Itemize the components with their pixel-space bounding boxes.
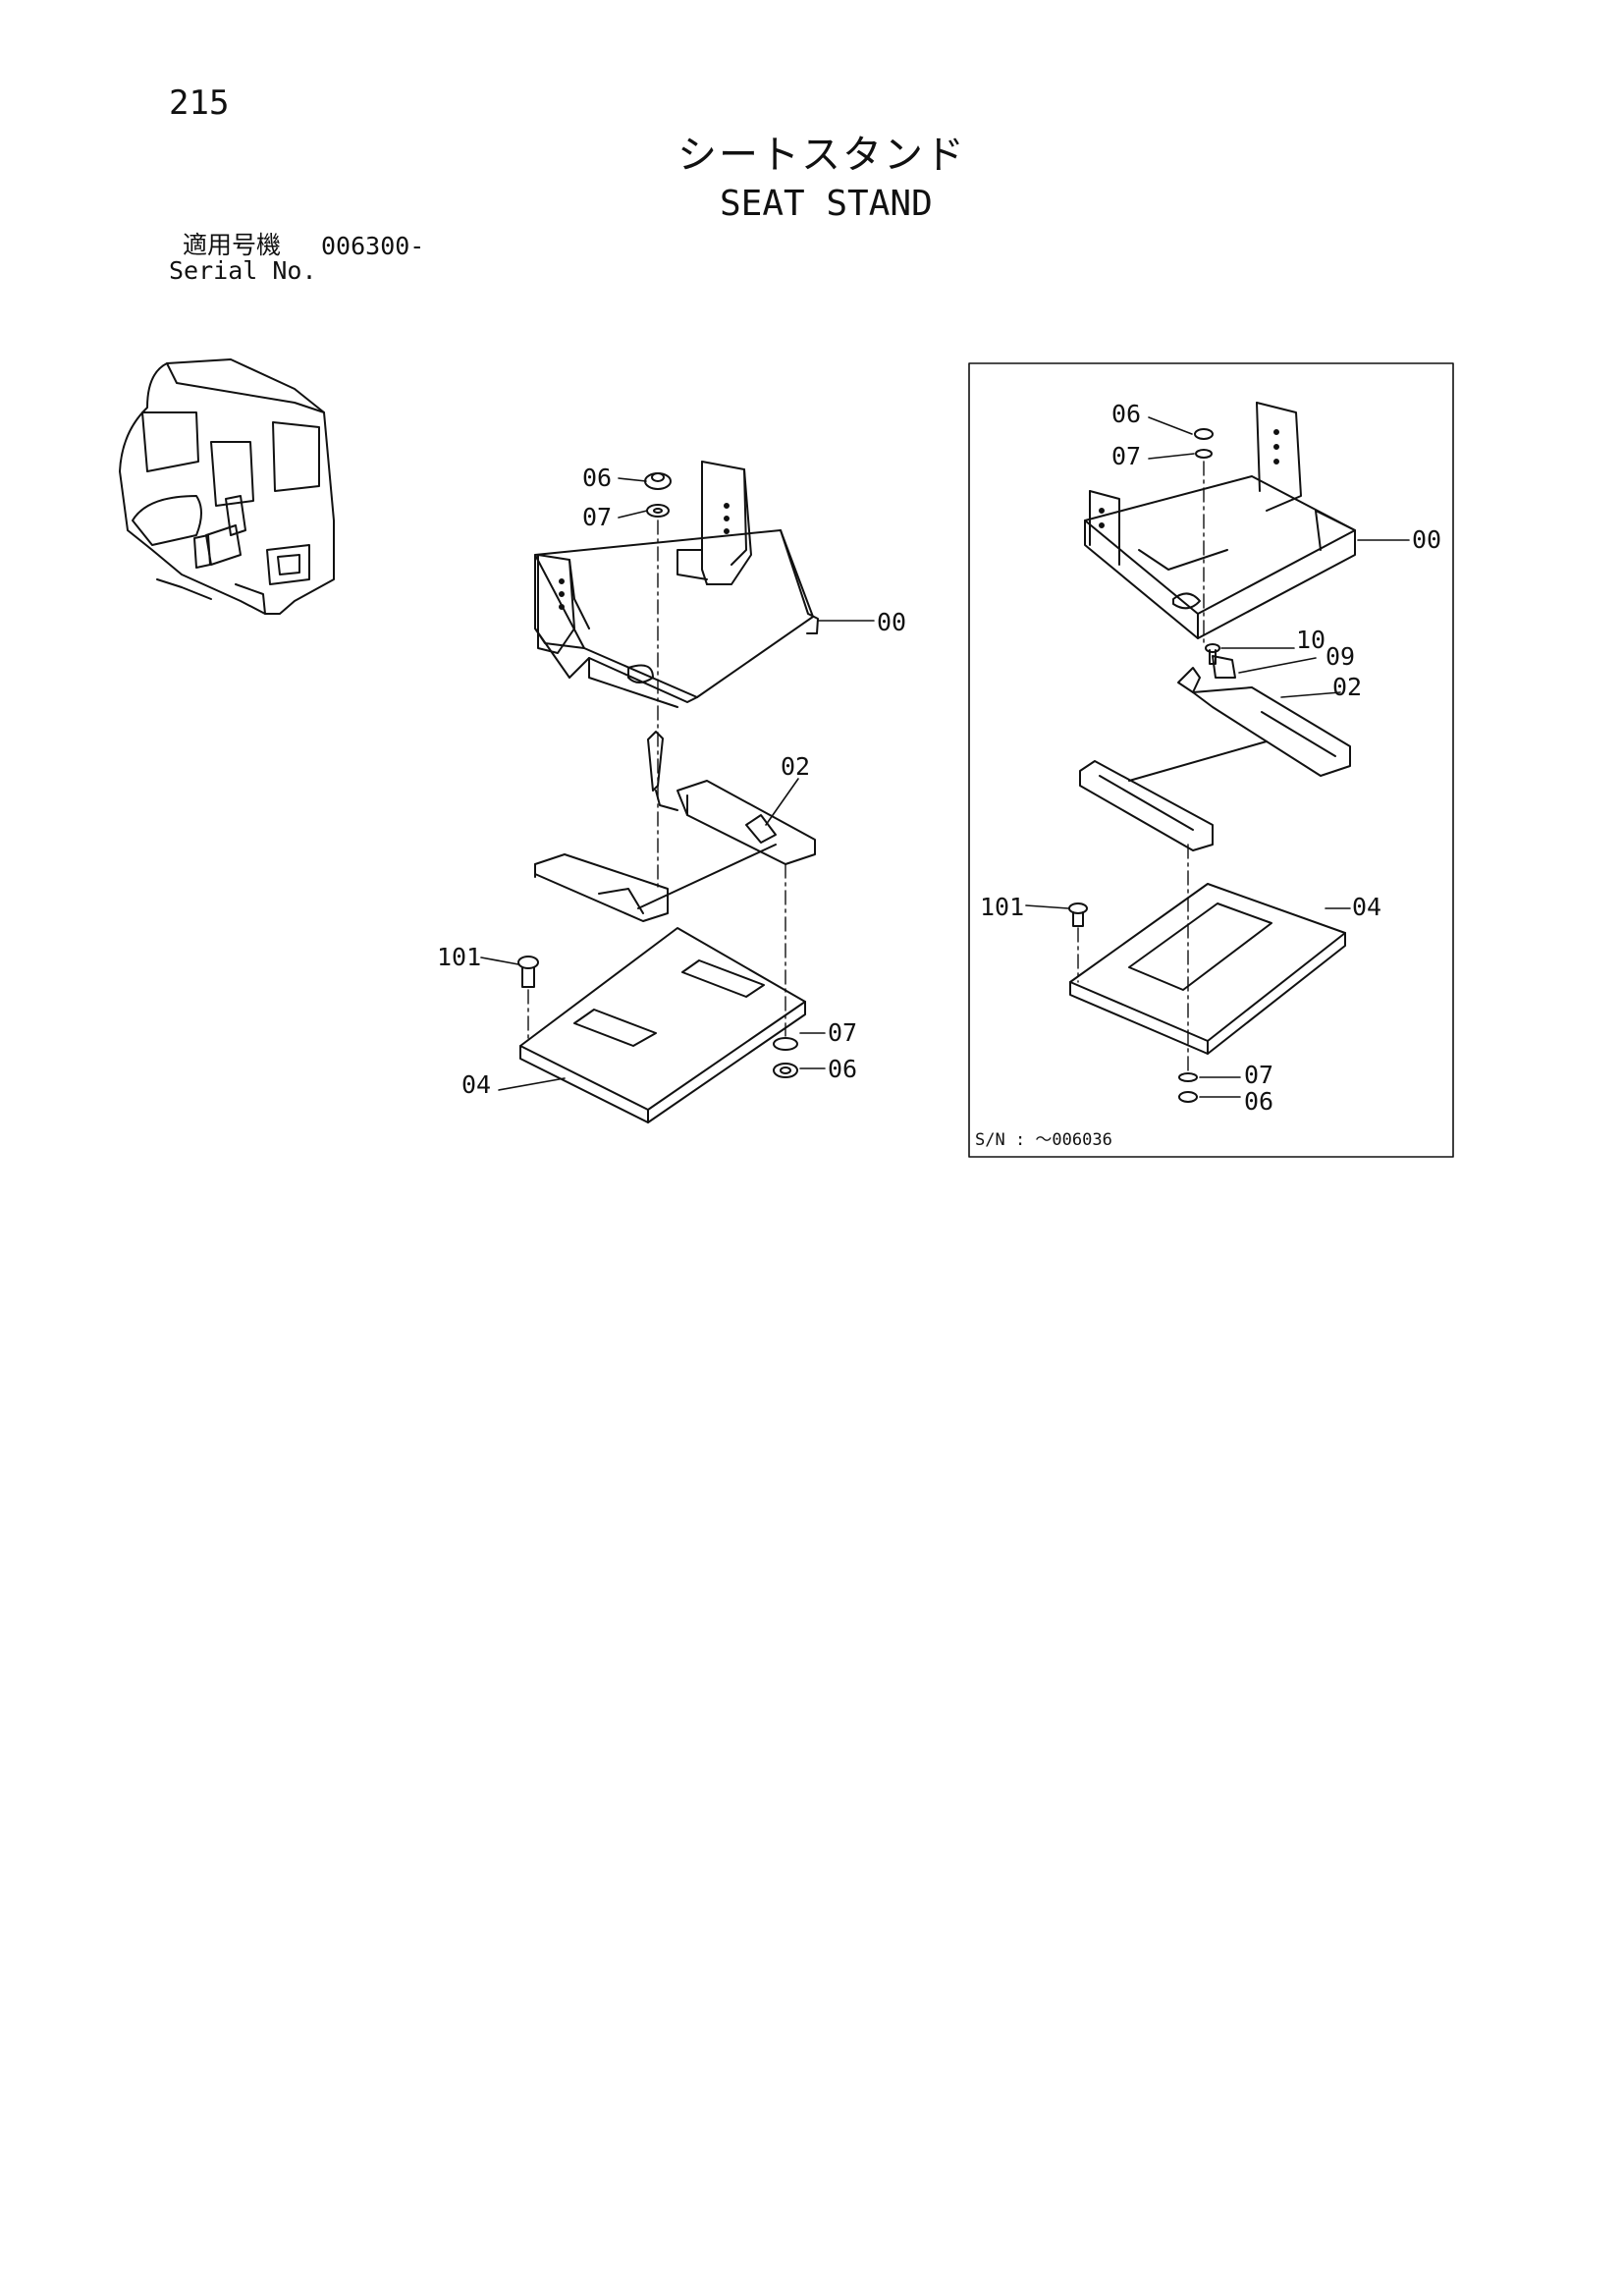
left-stand-frame-00: [534, 461, 819, 708]
right-fasteners: [1068, 428, 1220, 1103]
left-callout-06-bottom: 06: [828, 1055, 857, 1083]
right-callout-04: 04: [1352, 893, 1381, 921]
serial-label-japanese: 適用号機: [183, 231, 282, 259]
right-callout-00: 00: [1412, 525, 1441, 554]
right-callout-07-top: 07: [1111, 442, 1141, 470]
right-callout-06-bottom: 06: [1244, 1087, 1273, 1116]
right-callout-06-top: 06: [1111, 400, 1141, 428]
title-english: SEAT STAND: [720, 184, 933, 224]
right-callout-101: 101: [980, 893, 1024, 921]
left-seat-stand-assembly: [480, 461, 875, 1123]
variant-frame-box: [968, 362, 1454, 1158]
right-callout-09: 09: [1325, 642, 1355, 671]
left-callout-06-top: 06: [582, 464, 612, 492]
title-japanese: シートスタンド: [677, 133, 966, 178]
right-centre-lines: [1077, 461, 1205, 1071]
right-callout-07-bottom: 07: [1244, 1061, 1273, 1089]
right-stand-frame-00: [1084, 402, 1356, 639]
right-slide-rail-02: [1079, 655, 1351, 851]
left-callout-07-top: 07: [582, 503, 612, 531]
left-slide-rail-02: [534, 731, 816, 922]
left-fasteners: [517, 472, 798, 1078]
left-callout-04: 04: [461, 1070, 491, 1099]
left-callout-02: 02: [781, 752, 810, 781]
right-seat-stand-assembly: [968, 362, 1454, 1158]
left-callout-101: 101: [437, 943, 481, 971]
serial-range-value: 006300-: [321, 232, 425, 260]
right-base-plate-04: [1069, 883, 1346, 1055]
page-number: 215: [169, 83, 230, 123]
left-callout-07-bottom: 07: [828, 1018, 857, 1047]
right-callout-10: 10: [1296, 626, 1325, 654]
right-leader-lines: [1025, 416, 1410, 1098]
right-callout-02: 02: [1332, 673, 1362, 701]
left-leader-lines: [480, 477, 875, 1091]
right-serial-note: S/N : ～006036: [975, 1130, 1112, 1150]
serial-label-english: Serial No.: [169, 256, 317, 285]
left-callout-00: 00: [877, 608, 906, 636]
left-centre-lines: [527, 519, 786, 1042]
left-base-plate-04: [519, 927, 806, 1123]
cab-location-illustration: [119, 358, 335, 615]
